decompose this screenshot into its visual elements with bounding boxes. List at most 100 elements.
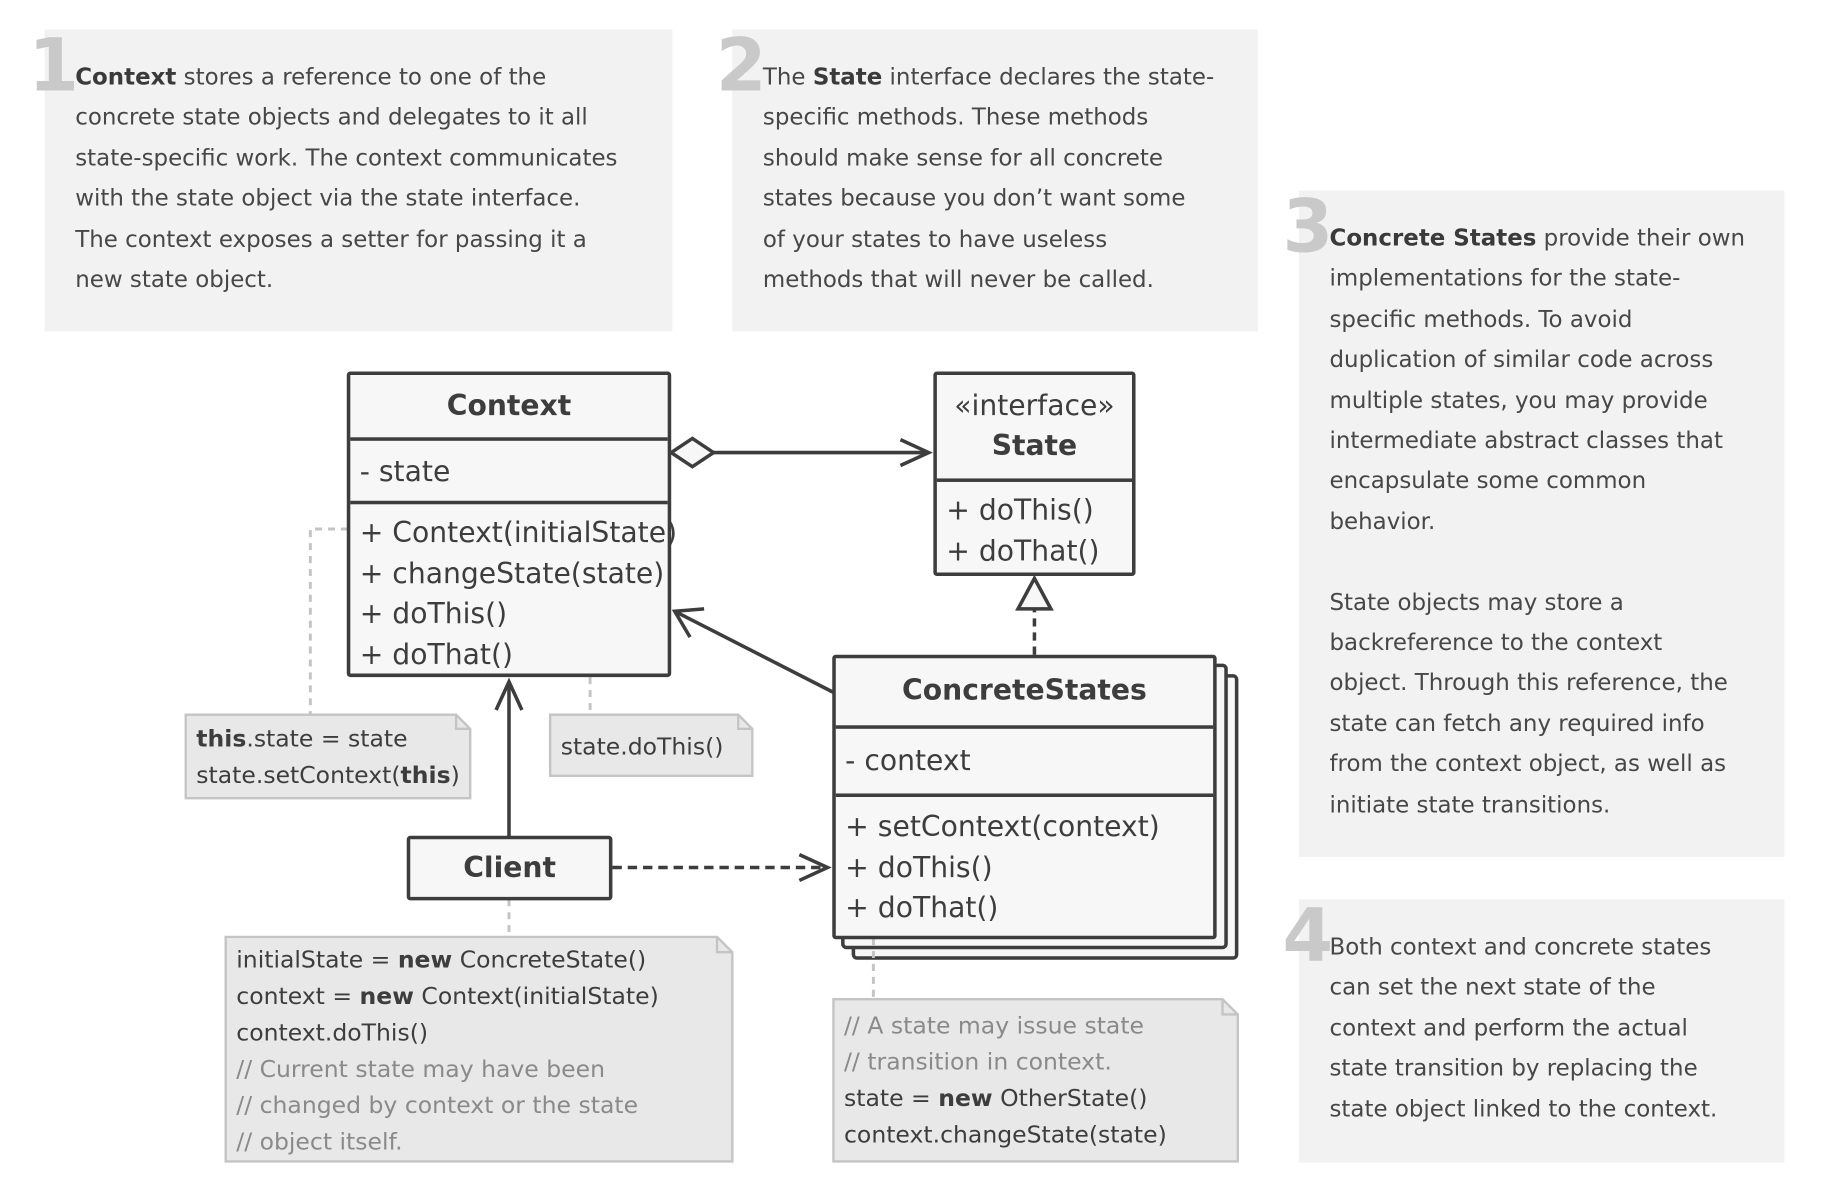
- note-comment: // object itself.: [236, 1127, 403, 1156]
- callout-text: The State interface declares the state- …: [763, 58, 1214, 301]
- aggregation-arrowhead: [899, 438, 933, 468]
- note-line: this.state = state: [196, 724, 408, 753]
- context-class-fields: - state: [350, 437, 668, 500]
- field-state: - state: [359, 454, 451, 488]
- note-setter: this.state = state state.setContext(this…: [196, 721, 459, 794]
- note-concrete-fold: [1221, 999, 1238, 1016]
- realization-triangle: [1015, 574, 1054, 611]
- client-context-arrowhead: [494, 677, 524, 711]
- note-delegate-shape: [548, 713, 754, 778]
- text-line: The State interface declares the state-: [762, 63, 1215, 91]
- concrete-states-fields: - context: [835, 725, 1214, 793]
- state-interface-methods: + doThis() + doThat(): [936, 478, 1133, 571]
- callout-4: 4 Both context and concrete states can s…: [1282, 899, 1785, 1163]
- text-line: state can fetch any required info: [1329, 709, 1705, 737]
- callout-3: 3 Concrete States provide their own impl…: [1282, 190, 1785, 857]
- state-interface: «interface» State + doThis() + doThat(): [933, 371, 1136, 576]
- text-line: multiple states, you may provide: [1329, 386, 1708, 414]
- callout-text: Concrete States provide their own implem…: [1329, 219, 1745, 826]
- method-do-that: + doThat(): [359, 637, 513, 671]
- text-line: Both context and concrete states: [1329, 933, 1712, 961]
- text-line: state-specific work. The context communi…: [75, 144, 618, 172]
- field-context: - context: [845, 744, 971, 778]
- text-line: duplication of similar code across: [1329, 345, 1714, 373]
- note-line: state = new OtherState(): [844, 1083, 1148, 1113]
- aggregation-diamond: [668, 436, 717, 469]
- state-interface-title: State: [991, 429, 1078, 462]
- text-line: context and perform the actual: [1329, 1014, 1688, 1042]
- text-line: of your states to have useless: [762, 225, 1108, 253]
- context-class-methods: + Context(initialState) + changeState(st…: [350, 500, 678, 675]
- text-line: behavior.: [1329, 507, 1436, 535]
- concrete-states-class: ConcreteStates - context + setContext(co…: [832, 654, 1217, 940]
- note-comment: // transition in context.: [844, 1047, 1112, 1076]
- callout-number: 2: [715, 22, 767, 109]
- client-dependency-arrowhead: [798, 852, 832, 883]
- callout-2: 2 The State interface declares the state…: [716, 29, 1258, 332]
- text-line: The context exposes a setter for passing…: [75, 225, 587, 253]
- note-client-shape: [224, 935, 734, 1163]
- state-stereotype: «interface»: [954, 389, 1115, 423]
- text-line: implementations for the state-: [1329, 264, 1681, 293]
- text-line: new state object.: [75, 265, 274, 293]
- note-concrete-shape: [832, 997, 1239, 1163]
- note-client: initialState = new ConcreteState() conte…: [236, 942, 658, 1161]
- text-line: concrete state objects and delegates to …: [75, 103, 588, 131]
- concrete-states-header: ConcreteStates: [836, 658, 1213, 725]
- text-line: initiate state transitions.: [1329, 790, 1611, 818]
- note-concrete: // A state may issue state // transition…: [844, 1007, 1167, 1153]
- text-line: with the state object via the state inte…: [75, 184, 581, 212]
- text-line: specific methods. These methods: [762, 103, 1149, 131]
- text-line: specific methods. To avoid: [1329, 305, 1633, 333]
- association-arrowhead: [671, 607, 705, 639]
- callout-text: Both context and concrete states can set…: [1329, 927, 1717, 1129]
- method-context-ctor: + Context(initialState): [359, 516, 678, 549]
- method-do-this: + doThis(): [946, 493, 1094, 527]
- callout-1: 1 Context stores a reference to one of t…: [28, 29, 673, 332]
- note-setter-link: [308, 527, 348, 715]
- note-setter-shape: [184, 713, 472, 800]
- text-line: can set the next state of the: [1329, 973, 1656, 1001]
- text-line: states because you don’t want some: [762, 184, 1186, 212]
- note-line: context.changeState(state): [844, 1120, 1167, 1149]
- text-line: intermediate abstract classes that: [1329, 426, 1723, 454]
- method-do-this: + doThis(): [359, 597, 508, 631]
- text-line: state transition by replacing the: [1329, 1054, 1698, 1082]
- method-do-this: + doThis(): [845, 850, 993, 884]
- concrete-states-methods: + setContext(context) + doThis() + doTha…: [835, 793, 1214, 928]
- context-class-title: Context: [446, 389, 572, 423]
- context-class: Context - state + Context(initialState) …: [346, 371, 678, 678]
- text-line: encapsulate some common: [1329, 467, 1647, 495]
- callout-number: 4: [1282, 892, 1334, 979]
- client-class: Client: [406, 835, 613, 901]
- text-line: backreference to the context: [1329, 628, 1663, 656]
- method-set-context: + setContext(context): [845, 809, 1160, 843]
- note-comment: // changed by context or the state: [236, 1090, 639, 1120]
- association-line: [673, 609, 835, 694]
- note-comment: // A state may issue state: [844, 1010, 1145, 1040]
- note-delegate-fold: [737, 714, 753, 730]
- method-do-that: + doThat(): [946, 534, 1100, 568]
- text-line: Context stores a reference to one of the: [75, 63, 547, 91]
- note-client-fold: [715, 936, 733, 954]
- callout-number: 1: [28, 22, 79, 109]
- note-comment: // Current state may have been: [236, 1054, 605, 1083]
- concrete-states-title: ConcreteStates: [902, 673, 1147, 707]
- callout-text: Context stores a reference to one of the…: [75, 58, 617, 301]
- callout-number: 3: [1282, 183, 1334, 270]
- method-do-that: + doThat(): [845, 891, 999, 924]
- note-line: state.setContext(this): [196, 760, 460, 789]
- note-delegate: state.doThis(): [561, 729, 724, 765]
- text-line: object. Through this reference, the: [1329, 669, 1728, 697]
- note-setter-fold: [454, 714, 471, 730]
- context-class-header: Context: [350, 375, 667, 437]
- note-line: context = new Context(initialState): [236, 981, 659, 1010]
- state-interface-header: «interface» State: [937, 375, 1132, 478]
- note-line: context.doThis(): [236, 1017, 429, 1047]
- text-line: State objects may store a: [1329, 588, 1624, 616]
- text-line: state object linked to the context.: [1329, 1095, 1718, 1123]
- text-line: from the context object, as well as: [1329, 750, 1727, 778]
- text-line: Concrete States provide their own: [1329, 224, 1746, 252]
- method-change-state: + changeState(state): [359, 556, 665, 590]
